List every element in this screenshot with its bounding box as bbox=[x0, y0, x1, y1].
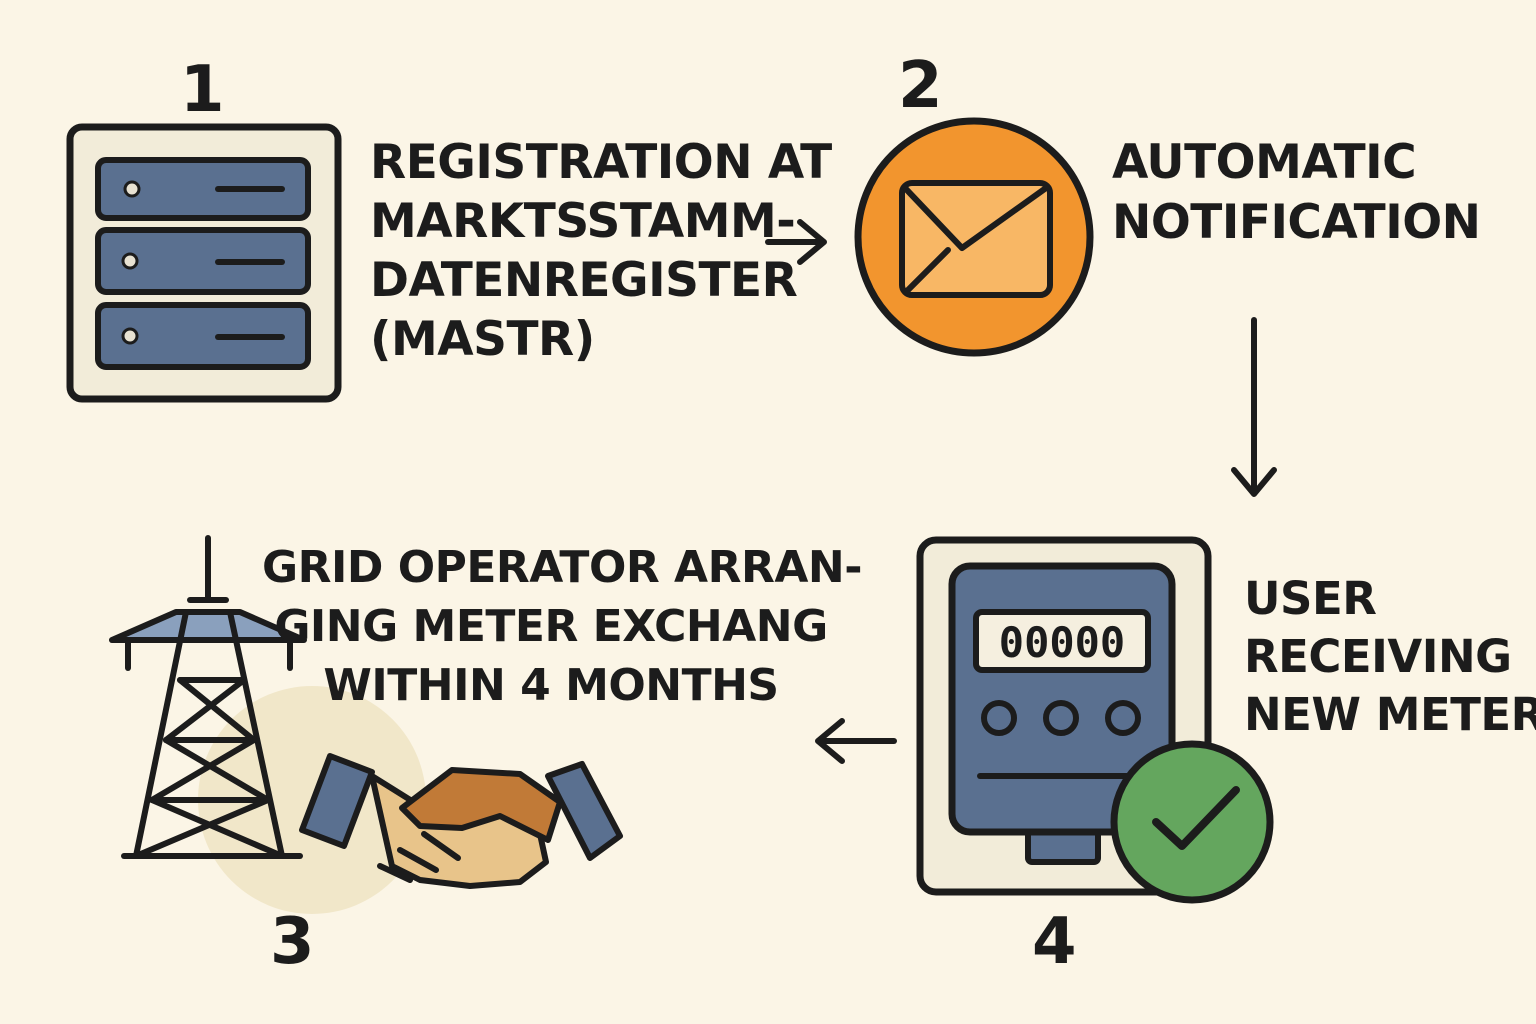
envelope-icon bbox=[854, 117, 1094, 357]
step-3-number: 3 bbox=[270, 905, 315, 979]
server-unit bbox=[95, 157, 311, 221]
handshake-icon bbox=[299, 753, 623, 889]
arrow-right-icon bbox=[765, 219, 827, 265]
step-4-number: 4 bbox=[1032, 905, 1077, 979]
server-unit bbox=[95, 227, 311, 295]
step-1-label: REGISTRATION AT MARKTSSTAMM- DATENREGIST… bbox=[370, 135, 832, 367]
arrow-left-icon bbox=[815, 718, 897, 764]
server-unit bbox=[95, 302, 311, 370]
step-1-number: 1 bbox=[180, 53, 225, 127]
step-2-label: AUTOMATIC NOTIFICATION bbox=[1112, 135, 1481, 250]
server-icon bbox=[66, 123, 342, 403]
arrow-down-icon bbox=[1231, 317, 1277, 497]
meter-display: 00000 bbox=[999, 618, 1125, 667]
step-2-number: 2 bbox=[898, 49, 943, 123]
checkmark-icon bbox=[1110, 740, 1274, 904]
step-4-label: USER RECEIVING NEW METER bbox=[1244, 572, 1536, 741]
step-3-label: GRID OPERATOR ARRAN- GING METER EXCHANG … bbox=[262, 542, 863, 711]
power-tower-icon bbox=[109, 535, 307, 859]
